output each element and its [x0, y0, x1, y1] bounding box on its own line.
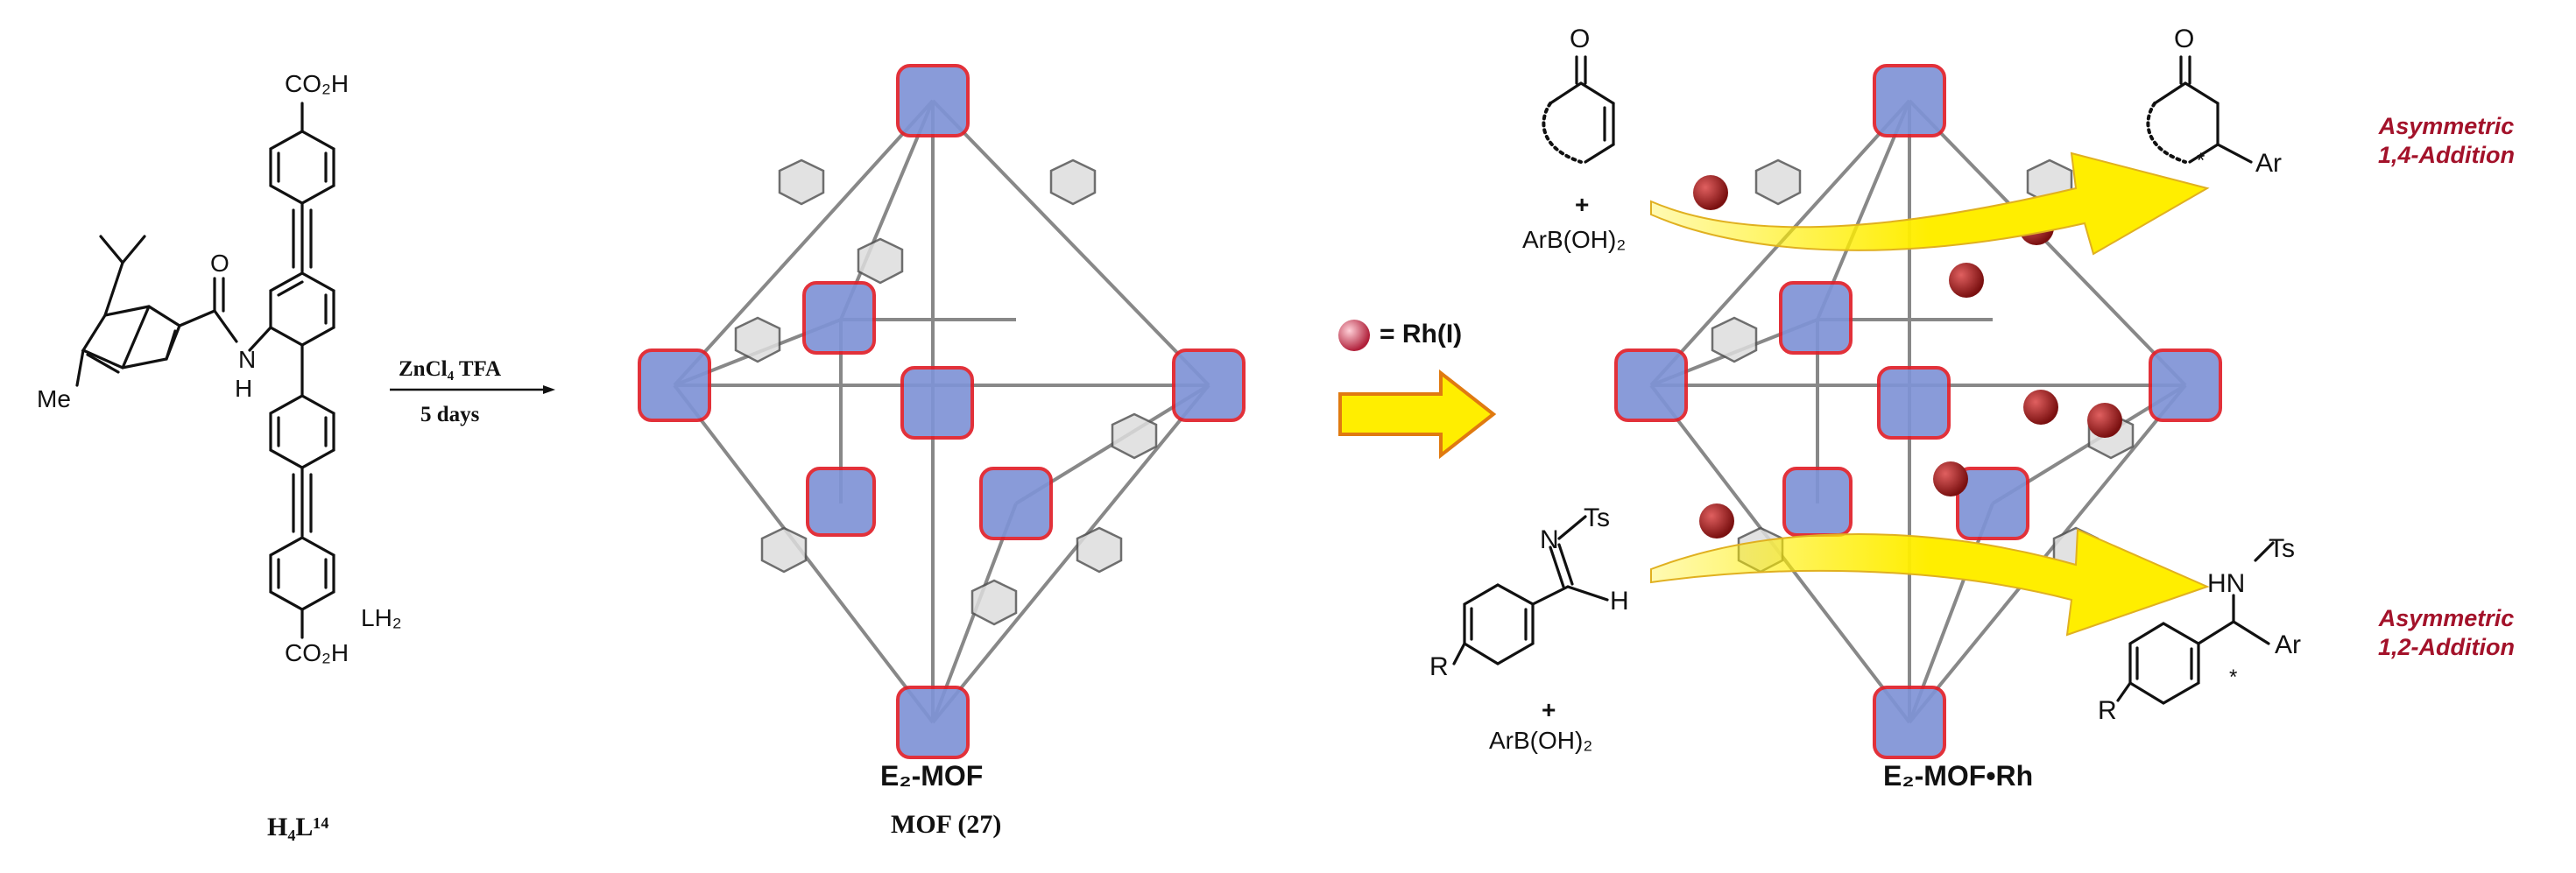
top-reagent: ArB(OH)₂	[1522, 226, 1627, 253]
mof-framework-1	[638, 64, 1246, 759]
product-ts: Ts	[2269, 534, 2295, 563]
top-name-line1: Asymmetric	[2378, 113, 2515, 139]
product-ar: Ar	[2255, 149, 2282, 178]
ligand-lh2: LH₂	[361, 604, 402, 631]
bottom-name-line2: 1,2-Addition	[2378, 634, 2515, 660]
ligand-n: N	[238, 346, 257, 373]
top-plus: +	[1575, 191, 1590, 218]
ligand-name: H₄L¹⁴	[267, 813, 329, 841]
mof1-sublabel: MOF (27)	[891, 810, 1002, 839]
product-star-2: *	[2229, 665, 2238, 689]
bottom-reagent: ArB(OH)₂	[1489, 727, 1593, 754]
ligand-carbonyl-o: O	[210, 250, 229, 277]
mof-framework-2	[1614, 64, 2222, 759]
imine-n: N	[1540, 525, 1559, 554]
imine-h: H	[1610, 587, 1629, 616]
reaction-reagents: ZnCl₄ TFA	[399, 357, 502, 381]
product-star: *	[2197, 149, 2205, 172]
mof1-label: E₂-MOF	[880, 760, 984, 792]
amine-product-structure	[2116, 541, 2275, 705]
ketone-product-structure	[2146, 55, 2253, 164]
product-hn: HN	[2207, 569, 2246, 598]
bottom-reaction-name: Asymmetric 1,2-Addition	[2378, 604, 2515, 662]
transform-arrow	[1338, 369, 1497, 460]
reaction-arrow	[390, 385, 555, 394]
imine-ts: Ts	[1584, 503, 1610, 532]
product-ar-2: Ar	[2275, 630, 2301, 659]
product-o: O	[2174, 25, 2195, 53]
mof2-label: E₂-MOF•Rh	[1883, 760, 2034, 792]
top-curved-arrow	[1650, 151, 2210, 256]
imine-structure	[1452, 515, 1609, 665]
ligand-top-group: CO₂H	[285, 70, 349, 97]
product-r: R	[2098, 696, 2117, 725]
rh-legend-sphere	[1338, 320, 1370, 351]
bottom-plus: +	[1542, 696, 1556, 723]
enone-o: O	[1570, 25, 1591, 53]
bottom-name-line1: Asymmetric	[2378, 605, 2515, 631]
reaction-time: 5 days	[420, 403, 480, 426]
ligand-me: Me	[37, 385, 71, 412]
imine-r: R	[1429, 652, 1449, 681]
enone-structure	[1542, 55, 1615, 164]
ligand-bottom-group: CO₂H	[285, 639, 349, 666]
ligand-structure	[75, 102, 335, 639]
top-reaction-name: Asymmetric 1,4-Addition	[2378, 112, 2515, 170]
top-name-line2: 1,4-Addition	[2378, 142, 2515, 168]
ligand-nh-h: H	[235, 375, 253, 402]
rh-legend-label: = Rh(I)	[1380, 320, 1463, 348]
bottom-curved-arrow	[1650, 528, 2210, 637]
